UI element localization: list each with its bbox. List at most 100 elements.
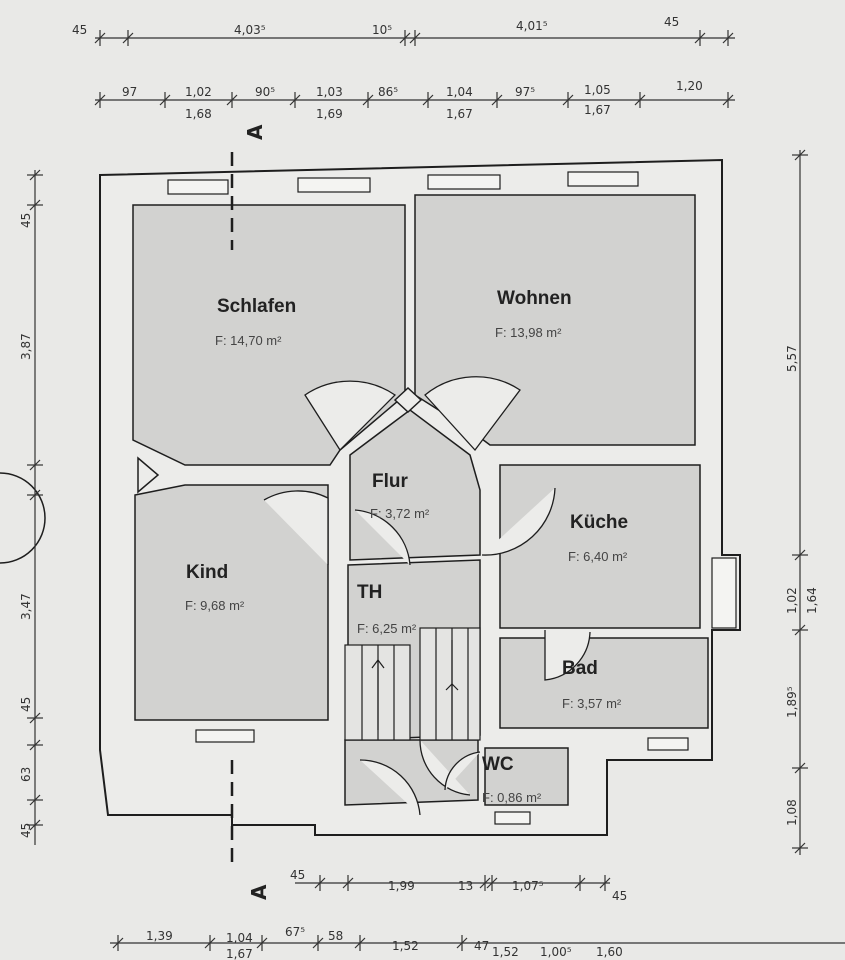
room-bad <box>499 637 709 729</box>
section-marker-bottom: A <box>247 884 271 900</box>
dim-bottom2-7: 1,52 <box>492 945 519 959</box>
dimension-tick <box>574 877 586 889</box>
dimension-tick <box>312 937 324 949</box>
dimension-tick <box>479 877 491 889</box>
door-kind <box>263 490 329 565</box>
room-kind <box>134 484 329 721</box>
dimension-tick <box>112 937 124 949</box>
dim-bottom2-3: 67⁵ <box>285 925 305 939</box>
dim-left-2: 3,47 <box>19 593 33 620</box>
dim-bottom2-4: 58 <box>328 929 343 943</box>
dim-top2-4: 1,03 <box>316 85 343 99</box>
door-kueche <box>481 487 556 556</box>
dimension-tick <box>456 937 468 949</box>
dim-top2-2: 1,68 <box>185 107 212 121</box>
dim-bottom2-0: 1,39 <box>146 929 173 943</box>
dim-top1-1: 4,03⁵ <box>234 23 266 37</box>
dimension-tick <box>694 32 706 44</box>
dimension-tick <box>29 819 41 831</box>
dimension-tick <box>342 877 354 889</box>
dim-top2-1: 1,02 <box>185 85 212 99</box>
dim-top2-3: 90⁵ <box>255 85 275 99</box>
column-detail <box>393 386 423 414</box>
dimension-tick <box>491 94 503 106</box>
dim-right-3: 1,89⁵ <box>785 686 799 718</box>
dimension-tick <box>794 762 806 774</box>
dimension-tick <box>159 94 171 106</box>
dimension-tick <box>634 94 646 106</box>
door-schlafen <box>304 380 397 452</box>
dim-bottom2-2: 1,67 <box>226 947 253 960</box>
dim-bottom2-9: 1,60 <box>596 945 623 959</box>
room-label-wc: WC <box>482 754 514 775</box>
dim-top2-0: 97 <box>122 85 137 99</box>
dimension-tick <box>362 94 374 106</box>
dimension-tick <box>29 459 41 471</box>
dimension-tick <box>29 199 41 211</box>
dimension-tick <box>794 149 806 161</box>
room-area-bad: F: 3,57 m² <box>562 696 622 711</box>
doors <box>263 376 591 816</box>
dim-right-0: 5,57 <box>785 345 799 372</box>
dimension-ticks <box>27 30 808 951</box>
dim-right-2: 1,64 <box>805 587 819 614</box>
dimension-tick <box>226 94 238 106</box>
dimension-tick <box>399 32 411 44</box>
dim-top1-3: 4,01⁵ <box>516 19 548 33</box>
dim-top2-6: 86⁵ <box>378 85 398 99</box>
dimension-tick <box>204 937 216 949</box>
dim-bottom2-5: 1,52 <box>392 939 419 953</box>
room-label-kueche: Küche <box>570 512 628 533</box>
dimension-tick <box>486 877 498 889</box>
dimension-tick <box>29 489 41 501</box>
dimension-tick <box>722 32 734 44</box>
dim-top2-10: 1,05 <box>584 83 611 97</box>
dimension-tick <box>354 937 366 949</box>
dim-top2-8: 1,67 <box>446 107 473 121</box>
dim-top2-11: 1,67 <box>584 103 611 117</box>
dim-top1-0: 45 <box>72 23 87 37</box>
rooms <box>132 194 709 806</box>
dimension-tick <box>722 94 734 106</box>
dim-bottom1-0: 45 <box>290 868 305 882</box>
room-kueche <box>499 464 701 629</box>
dim-bottom1-4: 45 <box>612 889 627 903</box>
room-label-wohnen: Wohnen <box>497 288 572 309</box>
door-bad <box>544 630 591 681</box>
dimension-tick <box>29 794 41 806</box>
dim-bottom1-3: 1,07⁵ <box>512 879 544 893</box>
dimension-tick <box>29 712 41 724</box>
dim-left-0: 45 <box>19 213 33 228</box>
room-label-th: TH <box>357 582 382 603</box>
room-area-wc: F: 0,86 m² <box>482 790 542 805</box>
door-wc <box>444 751 481 791</box>
dimension-tick <box>314 877 326 889</box>
dim-left-3: 45 <box>19 697 33 712</box>
room-area-flur: F: 3,72 m² <box>370 506 430 521</box>
dim-right-4: 1,08 <box>785 799 799 826</box>
dim-bottom1-1: 1,99 <box>388 879 415 893</box>
chimney-triangle <box>137 456 160 494</box>
room-label-flur: Flur <box>372 471 408 492</box>
dimension-tick <box>794 624 806 636</box>
dim-top2-5: 1,69 <box>316 107 343 121</box>
dimension-tick <box>409 32 421 44</box>
dim-top1-2: 10⁵ <box>372 23 392 37</box>
dimension-tick <box>599 877 611 889</box>
room-wc <box>484 747 569 806</box>
dim-top2-7: 1,04 <box>446 85 473 99</box>
room-area-wohnen: F: 13,98 m² <box>495 325 562 340</box>
dimension-tick <box>29 169 41 181</box>
dimension-tick <box>122 32 134 44</box>
dim-top1-4: 45 <box>664 15 679 29</box>
dim-left-4: 63 <box>19 767 33 782</box>
room-area-th: F: 6,25 m² <box>357 621 417 636</box>
dim-left-1: 3,87 <box>19 333 33 360</box>
room-area-kind: F: 9,68 m² <box>185 598 245 613</box>
dimension-tick <box>562 94 574 106</box>
dimension-tick <box>794 549 806 561</box>
dimension-tick <box>256 937 268 949</box>
dimension-tick <box>794 842 806 854</box>
room-label-bad: Bad <box>562 658 598 679</box>
